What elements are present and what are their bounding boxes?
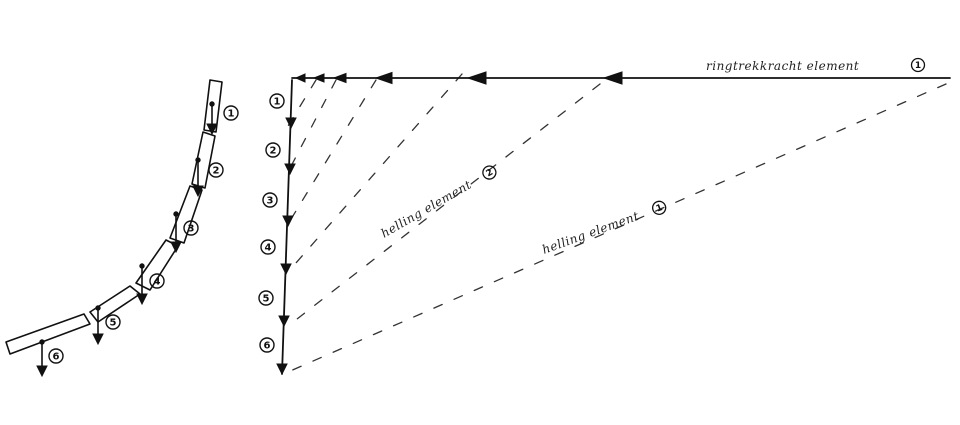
- chain-marker-2-label: 2: [270, 146, 277, 157]
- load-arrow-4: [136, 263, 148, 306]
- load-vector-arrow-3: [282, 215, 294, 228]
- inclination-line-1: [287, 83, 947, 373]
- inclination-lines: [287, 73, 947, 373]
- load-arrow-2: [192, 157, 204, 198]
- chain-marker-2: 2: [265, 142, 281, 158]
- ring-tension-arrow-3: [374, 71, 393, 85]
- ring-tension-arrow-6: [294, 73, 306, 83]
- load-vector-arrow-5: [278, 315, 290, 328]
- ring-tension-arrow-4: [332, 72, 347, 84]
- inclination-line-4: [287, 79, 377, 225]
- arch-marker-5-label: 5: [110, 318, 117, 329]
- arch-marker-3: 3: [183, 220, 199, 236]
- arch-marker-1-label: 1: [228, 109, 235, 120]
- arch-elements: [5, 79, 223, 355]
- inclination-line-2: [287, 83, 601, 327]
- arch-marker-2: 2: [208, 162, 224, 178]
- ring-tension-arrow-5: [312, 73, 325, 83]
- label-helling-element-2: helling element 2: [379, 165, 497, 241]
- arch-marker-6-label: 6: [53, 352, 60, 363]
- chain-marker-3-label: 3: [267, 196, 274, 207]
- arch-segment-1: [203, 79, 223, 133]
- arch-marker-4-label: 4: [154, 277, 161, 288]
- arch-marker-5: 5: [105, 314, 121, 330]
- ring-tension-force-line: [291, 71, 951, 85]
- chain-marker-4-label: 4: [265, 243, 272, 254]
- arch-marker-6: 6: [48, 348, 64, 364]
- arch-number-markers: 1 2 3 4 5 6: [48, 105, 239, 364]
- arch-segment-2: [191, 131, 216, 189]
- label-helling-1-number: 1: [655, 203, 664, 215]
- load-arrow-1: [206, 101, 218, 136]
- load-chain-number-markers: 1 2 3 4 5 6: [258, 93, 285, 353]
- load-arrow-5: [92, 305, 104, 346]
- chain-marker-5-label: 5: [263, 294, 270, 305]
- inclination-line-5: [287, 79, 337, 173]
- chain-marker-6: 6: [259, 337, 275, 353]
- load-vector-arrow-1: [285, 117, 297, 130]
- label-ringtrekkracht: ringtrekkracht element 1: [706, 57, 926, 73]
- arch-load-arrows: [36, 101, 218, 378]
- load-vector-arrow-6: [276, 363, 288, 376]
- arch-marker-3-label: 3: [188, 224, 195, 235]
- label-ringtrekkracht-text: ringtrekkracht element: [706, 59, 859, 73]
- chain-marker-3: 3: [262, 192, 278, 208]
- inclination-line-3: [287, 73, 463, 273]
- ring-tension-arrow-1: [602, 71, 623, 85]
- chain-marker-1-label: 1: [274, 97, 281, 108]
- arch-segment-6: [5, 313, 91, 355]
- arch-marker-4: 4: [149, 273, 165, 289]
- label-ringtrekkracht-number: 1: [915, 61, 921, 71]
- ring-tension-arrow-2: [466, 71, 487, 85]
- label-helling-2-number: 2: [485, 168, 495, 180]
- load-vector-arrow-2: [284, 163, 296, 176]
- load-vector-arrow-4: [280, 263, 292, 276]
- arch-marker-1: 1: [223, 105, 239, 121]
- load-arrow-6: [36, 339, 48, 378]
- load-arrow-3: [170, 211, 182, 254]
- label-helling-1-text: helling element: [540, 209, 641, 257]
- label-helling-element-1: helling element 1: [540, 200, 667, 257]
- chain-marker-6-label: 6: [264, 341, 271, 352]
- chain-marker-4: 4: [260, 239, 276, 255]
- label-helling-2-text: helling element: [379, 177, 474, 240]
- arch-marker-2-label: 2: [213, 166, 220, 177]
- chain-marker-5: 5: [258, 290, 274, 306]
- chain-marker-1: 1: [269, 93, 285, 109]
- load-vector-chain: [276, 79, 297, 376]
